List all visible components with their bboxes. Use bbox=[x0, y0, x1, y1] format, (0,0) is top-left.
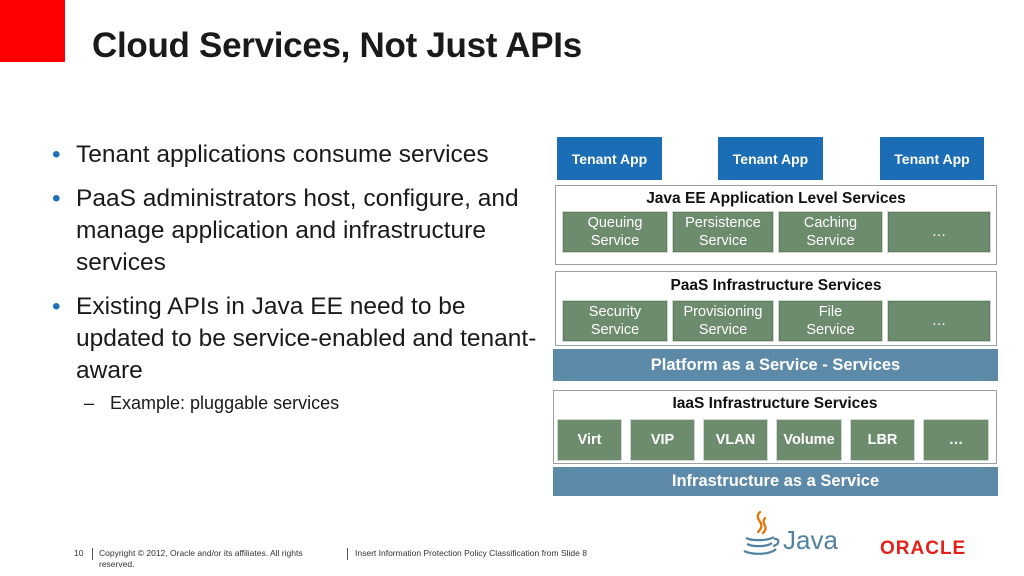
java-ee-services-title: Java EE Application Level Services bbox=[646, 190, 906, 207]
footer-divider bbox=[347, 548, 348, 560]
paas-band: Platform as a Service - Services bbox=[553, 349, 998, 381]
sub-bullet-marker: – bbox=[84, 393, 95, 413]
vlan-service-box: VLAN bbox=[703, 419, 768, 461]
bullet-item: • PaaS administrators host, configure, a… bbox=[52, 183, 542, 279]
more-services-box: … bbox=[923, 419, 989, 461]
java-logo-text: Java bbox=[783, 525, 838, 555]
lbr-service-box: LBR bbox=[850, 419, 915, 461]
tenant-app-box: Tenant App bbox=[880, 137, 984, 180]
tenant-app-box: Tenant App bbox=[557, 137, 662, 180]
page-number: 10 bbox=[74, 548, 84, 558]
file-service-box: File Service bbox=[778, 300, 883, 342]
persistence-service-box: Persistence Service bbox=[672, 211, 774, 253]
sub-bullet-text: Example: pluggable services bbox=[110, 393, 340, 413]
more-services-box: … bbox=[887, 300, 991, 342]
java-logo: Java bbox=[743, 510, 838, 555]
volume-service-box: Volume bbox=[776, 419, 842, 461]
caching-service-box: Caching Service bbox=[778, 211, 883, 253]
virt-service-box: Virt bbox=[557, 419, 622, 461]
oracle-logo: ORACLE bbox=[880, 538, 967, 559]
vip-service-box: VIP bbox=[630, 419, 695, 461]
queuing-service-box: Queuing Service bbox=[562, 211, 668, 253]
sub-bullet-item: – Example: pluggable services bbox=[52, 391, 542, 415]
bullet-text: PaaS administrators host, configure, and… bbox=[76, 185, 519, 276]
copyright-text: Copyright © 2012, Oracle and/or its affi… bbox=[99, 548, 303, 569]
tenant-app-box: Tenant App bbox=[718, 137, 823, 180]
bullet-text: Tenant applications consume services bbox=[76, 141, 489, 168]
paas-infrastructure-title: PaaS Infrastructure Services bbox=[670, 277, 882, 294]
iaas-infrastructure-title: IaaS Infrastructure Services bbox=[672, 395, 878, 412]
bullet-text: Existing APIs in Java EE need to be upda… bbox=[76, 293, 537, 384]
bullet-marker: • bbox=[52, 293, 61, 320]
security-service-box: Security Service bbox=[562, 300, 668, 342]
footer-divider bbox=[92, 548, 93, 560]
bullet-marker: • bbox=[52, 141, 61, 168]
more-services-box: … bbox=[887, 211, 991, 253]
slide-title: Cloud Services, Not Just APIs bbox=[92, 26, 582, 65]
bullet-item: • Tenant applications consume services bbox=[52, 139, 542, 171]
provisioning-service-box: Provisioning Service bbox=[672, 300, 774, 342]
classification-text: Insert Information Protection Policy Cla… bbox=[355, 548, 587, 558]
bullet-list: • Tenant applications consume services •… bbox=[52, 139, 542, 415]
bullet-item: • Existing APIs in Java EE need to be up… bbox=[52, 291, 542, 387]
iaas-band: Infrastructure as a Service bbox=[553, 467, 998, 496]
bullet-marker: • bbox=[52, 185, 61, 212]
accent-red-block bbox=[0, 0, 65, 62]
